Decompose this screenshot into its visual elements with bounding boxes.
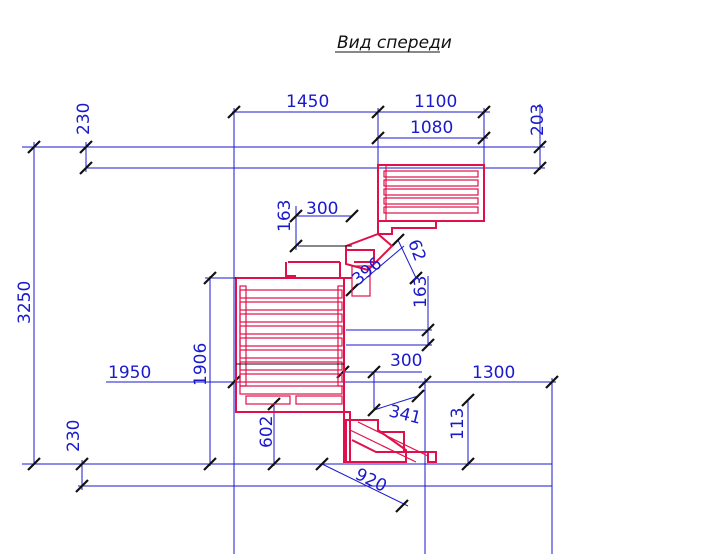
staircase-parts bbox=[234, 164, 485, 463]
dim-300-mid: 300 bbox=[390, 351, 422, 371]
dim-163-top: 163 bbox=[275, 200, 295, 232]
dim-1450: 1450 bbox=[286, 92, 329, 112]
dim-396: 396 bbox=[348, 254, 386, 290]
dim-1950: 1950 bbox=[108, 363, 151, 383]
dim-1906: 1906 bbox=[191, 343, 211, 386]
construction-lines bbox=[22, 104, 556, 554]
dim-1080: 1080 bbox=[410, 118, 453, 138]
dim-300-top: 300 bbox=[306, 199, 338, 219]
dim-920: 920 bbox=[352, 465, 390, 497]
dim-3250: 3250 bbox=[15, 281, 35, 324]
dim-1300: 1300 bbox=[472, 363, 515, 383]
dim-602: 602 bbox=[257, 416, 277, 448]
tick-marks bbox=[27, 105, 559, 513]
dim-203: 203 bbox=[528, 104, 548, 136]
dim-230-top: 230 bbox=[74, 103, 94, 135]
dim-230-bottom: 230 bbox=[64, 420, 84, 452]
dim-113: 113 bbox=[448, 408, 468, 440]
dim-163-mid: 163 bbox=[411, 276, 431, 308]
view-title: Вид спереди bbox=[337, 33, 452, 53]
dim-341: 341 bbox=[387, 401, 423, 428]
dim-1100: 1100 bbox=[414, 92, 457, 112]
